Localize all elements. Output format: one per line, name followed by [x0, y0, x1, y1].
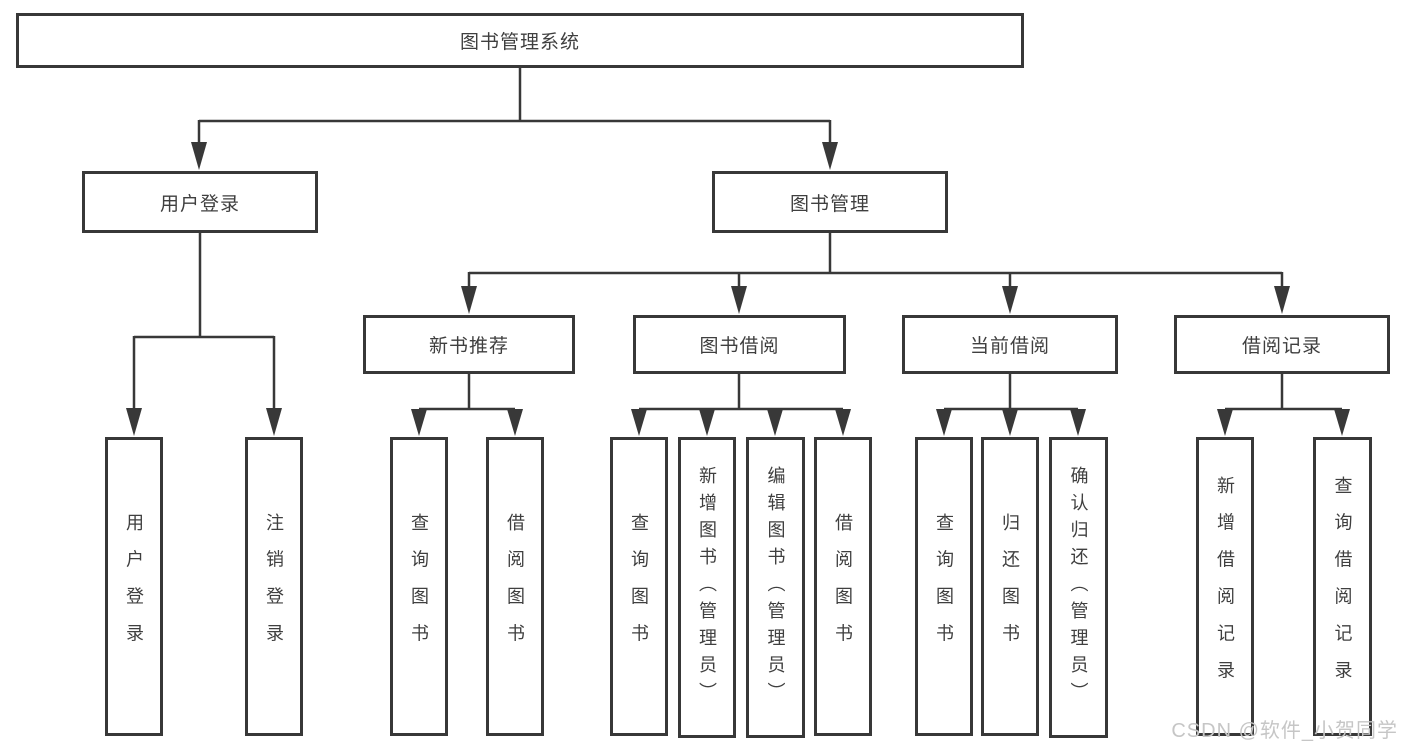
leaf-return-books: 归还图书	[981, 437, 1039, 736]
leaf-confirm-return-admin: 确认归还（管理员）	[1049, 437, 1108, 738]
leaf-borrow-books: 借阅图书	[814, 437, 872, 736]
node-user-login: 用户登录	[82, 171, 318, 233]
leaf-add-books-admin: 新增图书（管理员）	[678, 437, 736, 738]
leaf-logout: 注销登录	[245, 437, 303, 736]
leaf-add-borrow-record: 新增借阅记录	[1196, 437, 1254, 736]
node-book-borrow: 图书借阅	[633, 315, 846, 374]
leaf-query-borrow-record: 查询借阅记录	[1313, 437, 1372, 736]
watermark: CSDN @软件_小贺同学	[1171, 720, 1398, 742]
leaf-edit-books-admin: 编辑图书（管理员）	[746, 437, 805, 738]
node-book-management: 图书管理	[712, 171, 948, 233]
leaf-query-books-recommend: 查询图书	[390, 437, 448, 736]
leaf-query-books-current: 查询图书	[915, 437, 973, 736]
leaf-user-login: 用户登录	[105, 437, 163, 736]
leaf-borrow-books-recommend: 借阅图书	[486, 437, 544, 736]
node-root: 图书管理系统	[16, 13, 1024, 68]
node-current-borrow: 当前借阅	[902, 315, 1118, 374]
leaf-query-books-borrow: 查询图书	[610, 437, 668, 736]
node-borrow-records: 借阅记录	[1174, 315, 1390, 374]
node-new-book-recommend: 新书推荐	[363, 315, 575, 374]
